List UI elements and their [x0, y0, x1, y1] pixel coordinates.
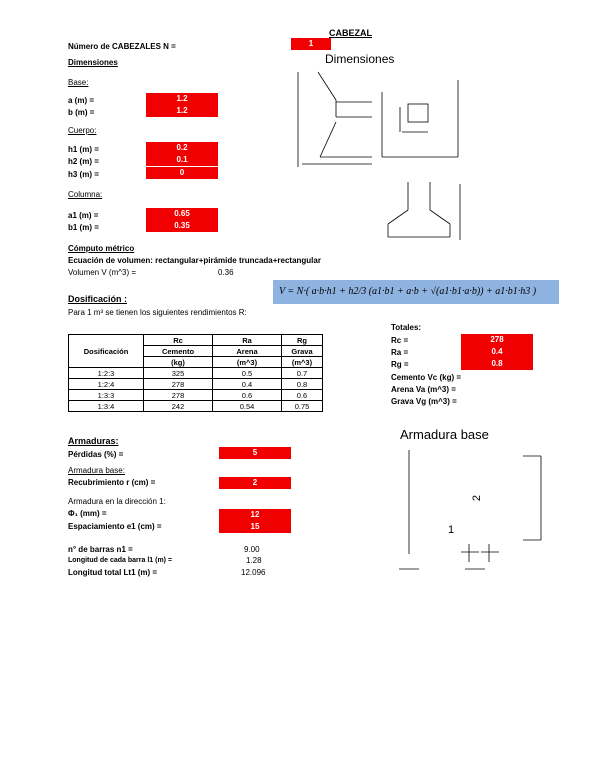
b1-label: b1 (m) = [68, 223, 99, 232]
perdidas-field[interactable]: 5 [219, 447, 291, 459]
a1-field[interactable]: 0.65 [146, 208, 218, 220]
base-label: Base: [68, 78, 89, 87]
col-grava: Grava [281, 345, 323, 357]
dimensiones-figure-title: Dimensiones [325, 52, 395, 66]
col-m3-grava: (m^3) [281, 356, 323, 368]
total-ra-field[interactable]: 0.4 [461, 346, 533, 358]
table-row: 1:3:4 242 0.54 0.75 [68, 400, 323, 412]
perdidas-label: Pérdidas (%) = [68, 450, 124, 459]
armaduras-heading: Armaduras: [68, 436, 119, 446]
total-rg-field[interactable]: 0.8 [461, 358, 533, 370]
total-rc-field[interactable]: 278 [461, 334, 533, 346]
col-arena: Arena [212, 345, 282, 357]
b-label: b (m) = [68, 108, 95, 117]
b1-field[interactable]: 0.35 [146, 220, 218, 232]
col-m3-arena: (m^3) [212, 356, 282, 368]
long-barra-label: Longitud de cada barra l1 (m) = [68, 557, 173, 564]
volume-formula: V = N·( a·b·h1 + h2/3 (a1·b1 + a·b + √(a… [273, 280, 559, 304]
phi-label: Φ₁ (mm) = [68, 509, 107, 518]
num-cabezales-label: Número de CABEZALES N = [68, 42, 176, 51]
h3-field[interactable]: 0 [146, 167, 218, 179]
cemento-label: Cemento Vc (kg) = [391, 373, 462, 382]
col-dosificacion: Dosificación [68, 334, 144, 368]
recubrimiento-field[interactable]: 2 [219, 477, 291, 489]
b-field[interactable]: 1.2 [146, 105, 218, 117]
long-total-label: Longitud total Lt1 (m) = [68, 568, 158, 577]
total-rc-label: Rc = [391, 336, 409, 345]
direccion-heading: Armadura en la dirección 1: [68, 497, 166, 506]
armadura-base-heading: Armadura base: [68, 466, 125, 475]
total-rg-label: Rg = [391, 360, 409, 369]
arena-label: Arena Va (m^3) = [391, 385, 456, 394]
n-barras-label: n° de barras n1 = [68, 545, 133, 554]
col-rc: Rc [143, 334, 213, 346]
volumen-label: Volumen V (m^3) = [68, 268, 137, 277]
long-barra-value: 1.28 [246, 556, 262, 565]
total-ra-label: Ra = [391, 348, 409, 357]
recubrimiento-label: Recubrimiento r (cm) = [68, 478, 156, 487]
dimensiones-drawing [297, 71, 461, 240]
table-row: 1:2:3 325 0.5 0.7 [68, 367, 323, 379]
h1-label: h1 (m) = [68, 145, 99, 154]
h1-field[interactable]: 0.2 [146, 142, 218, 154]
rendimientos-table: Dosificación Rc Ra Rg Cemento Arena Grav… [68, 334, 323, 412]
columna-label: Columna: [68, 190, 103, 199]
computo-heading: Cómputo métrico [68, 244, 135, 253]
dosificacion-text: Para 1 m³ se tienen los siguientes rendi… [68, 308, 247, 317]
espaciamiento-label: Espaciamiento e1 (cm) = [68, 522, 162, 531]
volumen-value: 0.36 [218, 268, 234, 277]
col-cemento: Cemento [143, 345, 213, 357]
a-label: a (m) = [68, 96, 95, 105]
a-field[interactable]: 1.2 [146, 93, 218, 105]
espaciamiento-field[interactable]: 15 [219, 521, 291, 533]
h3-label: h3 (m) = [68, 170, 99, 179]
phi-field[interactable]: 12 [219, 509, 291, 521]
armadura-label-1: 1 [448, 524, 455, 536]
long-total-value: 12.096 [241, 568, 266, 577]
h2-label: h2 (m) = [68, 157, 99, 166]
armadura-label-2: 2 [471, 494, 484, 502]
dosificacion-heading: Dosificación : [68, 294, 128, 304]
num-cabezales-field[interactable]: 1 [291, 38, 331, 50]
col-ra: Ra [212, 334, 282, 346]
cuerpo-label: Cuerpo: [68, 126, 97, 135]
ecuacion-label: Ecuación de volumen: rectangular+pirámid… [68, 256, 321, 265]
table-row: 1:2:4 278 0.4 0.8 [68, 378, 323, 390]
col-rg: Rg [281, 334, 323, 346]
a1-label: a1 (m) = [68, 211, 99, 220]
h2-field[interactable]: 0.1 [146, 154, 218, 166]
n-barras-value: 9.00 [244, 545, 260, 554]
armadura-drawing [399, 450, 542, 570]
grava-label: Grava Vg (m^3) = [391, 397, 457, 406]
totales-heading: Totales: [391, 323, 422, 332]
table-row: 1:3:3 278 0.6 0.6 [68, 389, 323, 401]
page-title: CABEZAL [329, 28, 372, 38]
dimensiones-heading: Dimensiones [68, 58, 118, 67]
armadura-figure-title: Armadura base [400, 427, 489, 442]
col-kg: (kg) [143, 356, 213, 368]
